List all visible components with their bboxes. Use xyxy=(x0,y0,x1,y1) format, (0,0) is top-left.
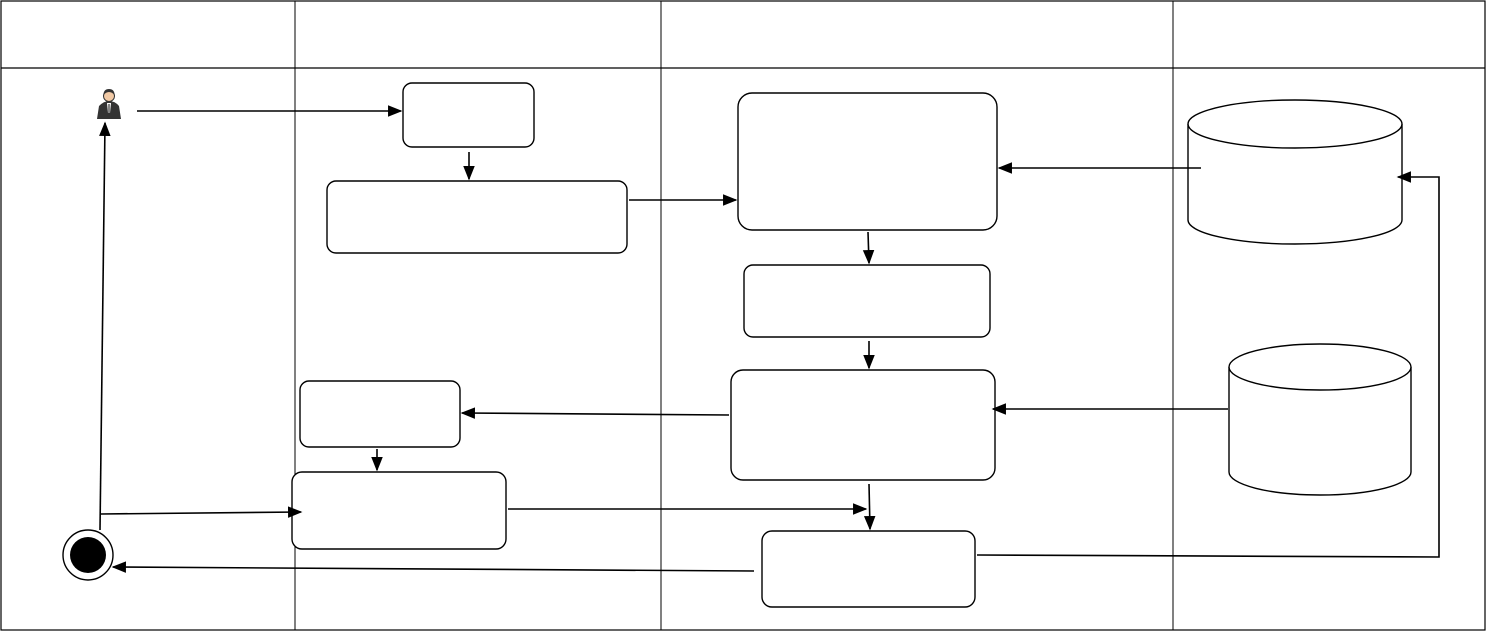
activity-label-g xyxy=(292,472,506,549)
edge-box-c-to-box-d xyxy=(862,231,875,265)
activity-label-d xyxy=(744,265,990,337)
edge-box-h-to-final xyxy=(111,561,755,573)
edge-final-to-actor xyxy=(99,121,111,531)
activity-label-c xyxy=(738,93,997,230)
datastore-2 xyxy=(1228,343,1412,496)
activity-box-f xyxy=(299,380,461,448)
activity-label-f xyxy=(300,381,460,447)
activity-label-e xyxy=(731,370,995,480)
datastore-label-1 xyxy=(1188,150,1402,230)
datastore-label-2 xyxy=(1229,392,1411,482)
activity-box-h xyxy=(761,530,976,608)
final-node xyxy=(62,529,114,581)
activity-box-c xyxy=(737,92,998,231)
activity-label-b xyxy=(327,181,627,253)
activity-box-a xyxy=(402,82,535,148)
lane-header-2 xyxy=(295,0,661,68)
lane-header-1 xyxy=(1,0,295,68)
activity-label-a xyxy=(403,83,534,147)
edge-final-to-box-g xyxy=(100,506,303,518)
lane-header-3 xyxy=(661,0,1173,68)
datastore-1 xyxy=(1187,99,1403,245)
person-icon xyxy=(97,89,121,119)
activity-label-h xyxy=(762,531,975,607)
activity-box-e xyxy=(730,369,996,481)
edge-box-e-to-box-f xyxy=(460,407,730,419)
edge-box-h-to-db-1 xyxy=(976,171,1440,558)
activity-box-d xyxy=(743,264,991,338)
lane-header-4 xyxy=(1173,0,1485,68)
edge-box-e-down xyxy=(863,483,876,531)
activity-box-b xyxy=(326,180,628,254)
